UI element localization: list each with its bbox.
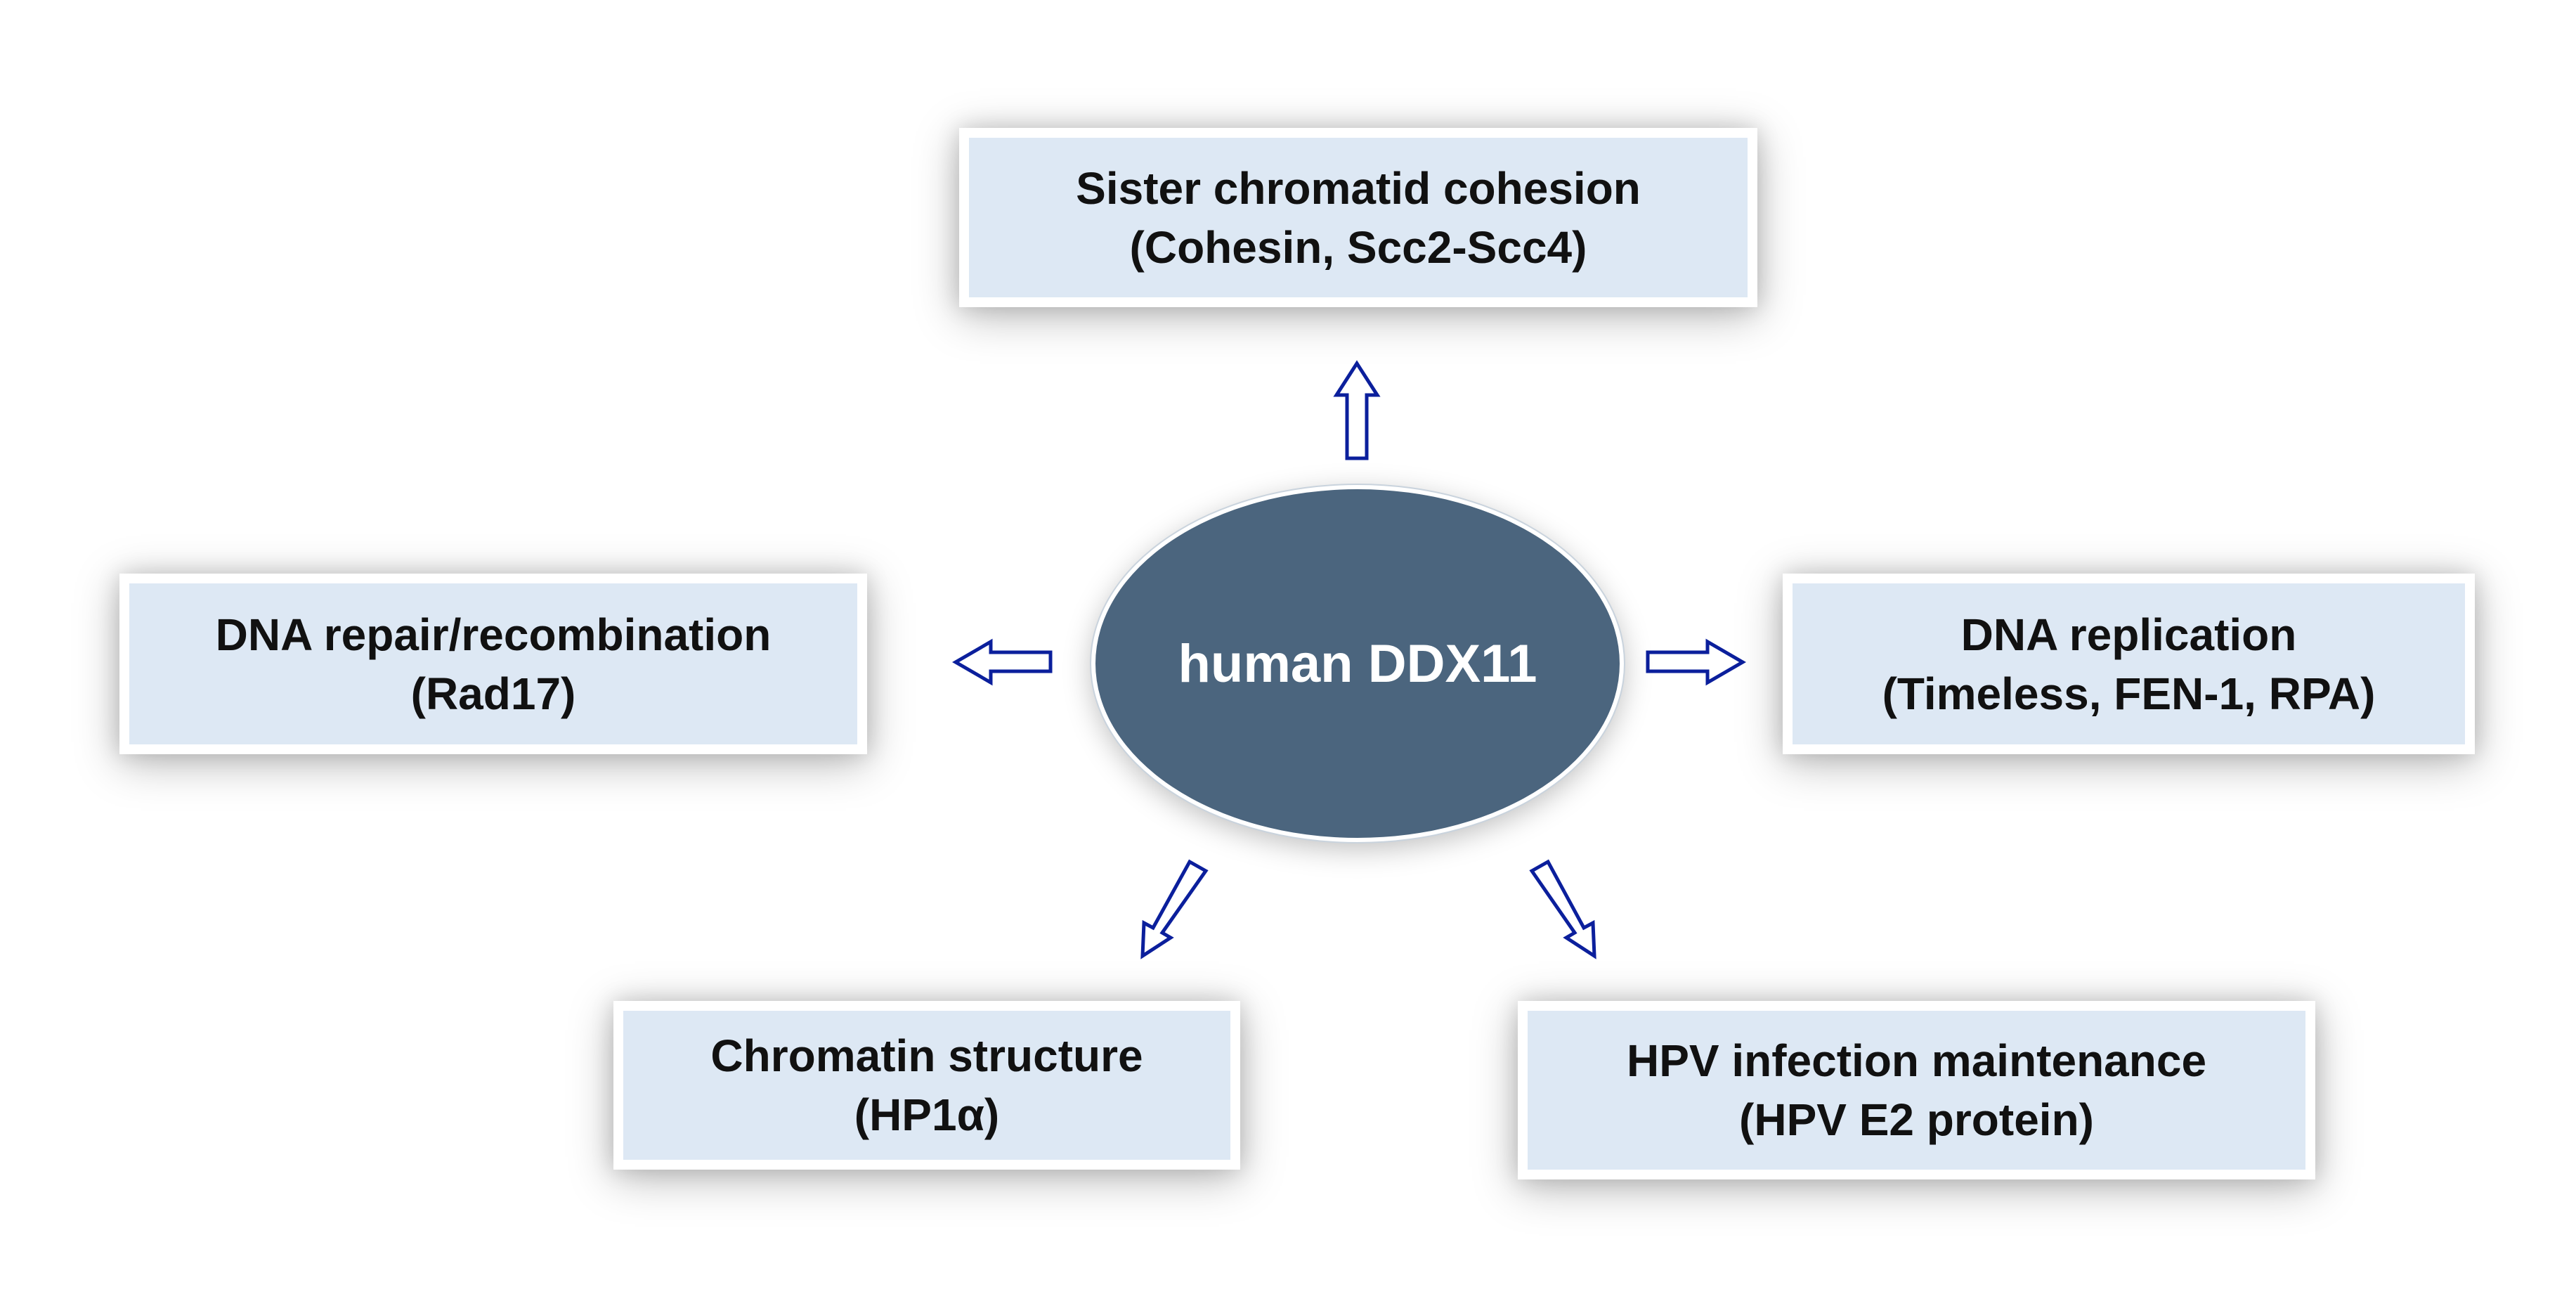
dna-repair-box: DNA repair/recombination (Rad17) xyxy=(119,574,867,754)
chromatin-structure-box: Chromatin structure (HP1α) xyxy=(613,1001,1240,1170)
box-subtitle: (Cohesin, Scc2-Scc4) xyxy=(1129,221,1587,273)
arrow-up-icon xyxy=(1333,360,1381,460)
box-title: Sister chromatid cohesion xyxy=(1076,162,1641,214)
arrow-down-left-icon xyxy=(1140,859,1209,959)
arrow-left-icon xyxy=(952,638,1053,686)
box-title: Chromatin structure xyxy=(710,1030,1143,1081)
arrow-down-right-icon xyxy=(1529,859,1596,959)
center-node-label: human DDX11 xyxy=(1178,633,1537,694)
center-node-ellipse: human DDX11 xyxy=(1091,485,1624,842)
box-title: DNA repair/recombination xyxy=(215,609,772,660)
box-subtitle: (Timeless, FEN-1, RPA) xyxy=(1882,668,2376,719)
sister-chromatid-cohesion-box: Sister chromatid cohesion (Cohesin, Scc2… xyxy=(959,128,1757,307)
box-subtitle: (HPV E2 protein) xyxy=(1739,1094,2094,1145)
hpv-infection-box: HPV infection maintenance (HPV E2 protei… xyxy=(1518,1001,2315,1179)
arrow-right-icon xyxy=(1646,638,1746,686)
box-subtitle: (HP1α) xyxy=(854,1090,1000,1140)
box-title: DNA replication xyxy=(1960,609,2297,660)
dna-replication-box: DNA replication (Timeless, FEN-1, RPA) xyxy=(1783,574,2475,754)
box-subtitle: (Rad17) xyxy=(410,668,576,719)
box-title: HPV infection maintenance xyxy=(1626,1035,2207,1086)
